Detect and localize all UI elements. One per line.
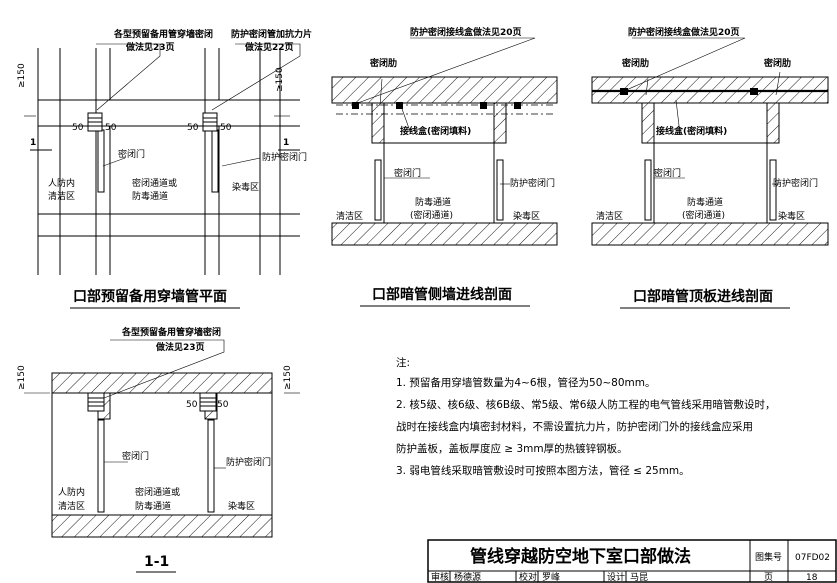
plan-area-passage-2: 防毒通道 <box>132 190 168 202</box>
sec-area-contam: 染毒区 <box>228 500 255 512</box>
page-label: 页 <box>764 572 773 583</box>
side-leader: 防护密闭接线盒做法见20页 <box>410 26 522 38</box>
sec-area-passage-2: 防毒通道 <box>135 500 171 512</box>
top-section <box>591 37 829 246</box>
sec-dim-ge150-right: ≥150 <box>283 365 293 390</box>
side-door-seal: 密闭门 <box>394 167 421 179</box>
sec-dim-50-b: 50 <box>217 400 229 410</box>
plan-dim-ge150-left: ≥150 <box>17 63 27 88</box>
plan-labels: 各型预留备用管穿墙密闭 做法见23页 防护密闭管加抗力片 做法见22页 ≥150… <box>17 28 312 309</box>
plan-section-mark-right: 1 <box>283 138 289 148</box>
side-area-passage-1: 防毒通道 <box>415 196 451 208</box>
top-rib-left: 密闭肋 <box>621 57 649 69</box>
notes-line-5: 3. 弱电管线采取暗管敷设时可按照本图方法，管径 ≤ 25mm。 <box>396 464 690 477</box>
plan-section-mark-left: 1 <box>30 138 36 148</box>
title-block-title: 管线穿越防空地下室口部做法 <box>470 546 691 567</box>
sec-leader-1: 各型预留备用管穿墙密闭 <box>121 326 221 338</box>
notes-line-3: 战时在接线盒内填密封材料，不需设置抗力片，防护密闭门外的接线盒应采用 <box>396 420 753 433</box>
side-section <box>331 37 558 246</box>
title-block: 管线穿越防空地下室口部做法 图集号 07FD02 页 18 审核 杨德源 校对 … <box>427 539 837 583</box>
top-area-clean: 清洁区 <box>596 210 623 222</box>
sec-area-clean-1: 人防内 <box>58 486 85 498</box>
plan-door-seal: 密闭门 <box>118 148 145 160</box>
plan-area-clean-1: 人防内 <box>48 177 75 189</box>
side-area-contam: 染毒区 <box>513 210 540 222</box>
plan-leader-b-1: 防护密闭管加抗力片 <box>231 28 312 40</box>
side-box: 接线盒(密闭填料) <box>400 125 471 137</box>
sec-dim-ge150-left: ≥150 <box>17 365 27 390</box>
notes-title: 注: <box>396 356 410 369</box>
page-number: 18 <box>806 573 818 583</box>
plan-area-clean-2: 清洁区 <box>48 190 75 202</box>
tb-design-name: 马昆 <box>630 572 648 583</box>
atlas-number: 07FD02 <box>795 553 830 563</box>
plan-caption: 口部预留备用穿墙管平面 <box>73 288 227 305</box>
top-door-protect: 防护密闭门 <box>773 177 818 189</box>
top-box: 接线盒(密闭填料) <box>656 125 727 137</box>
top-labels: 防护密闭接线盒做法见20页 密闭肋 密闭肋 接线盒(密闭填料) 密闭门 防护密闭… <box>596 26 818 309</box>
plan-leader-b-2: 做法见22页 <box>244 41 294 53</box>
top-door-seal: 密闭门 <box>654 167 681 179</box>
sec-dim-50-a: 50 <box>186 400 198 410</box>
side-area-clean: 清洁区 <box>336 210 363 222</box>
tb-check-label: 校对 <box>519 571 537 583</box>
sec-door-seal: 密闭门 <box>122 450 149 462</box>
sec-caption: 1-1 <box>144 554 169 570</box>
atlas-label: 图集号 <box>755 551 782 563</box>
plan-view <box>24 43 301 275</box>
plan-dim-50-a: 50 <box>72 123 84 133</box>
section-1-1 <box>24 339 300 538</box>
plan-dim-50-c: 50 <box>187 123 199 133</box>
sec-door-protect: 防护密闭门 <box>226 456 271 468</box>
plan-dim-50-d: 50 <box>220 123 232 133</box>
side-door-protect: 防护密闭门 <box>510 177 555 189</box>
plan-leader-a-1: 各型预留备用管穿墙密闭 <box>113 28 213 40</box>
side-area-passage-2: (密闭通道) <box>410 209 453 221</box>
tb-review-name: 杨德源 <box>454 571 481 583</box>
plan-area-contam: 染毒区 <box>232 181 259 193</box>
plan-leader-a-2: 做法见23页 <box>125 41 175 53</box>
plan-area-passage-1: 密闭通道或 <box>132 177 177 189</box>
sec-area-passage-1: 密闭通道或 <box>135 486 180 498</box>
top-area-passage-2: (密闭通道) <box>682 209 725 221</box>
sec-leader-2: 做法见23页 <box>155 341 205 353</box>
top-caption: 口部暗管顶板进线剖面 <box>633 288 773 305</box>
top-rib-right: 密闭肋 <box>763 57 791 69</box>
tb-design-label: 设计 <box>607 571 625 583</box>
plan-door-protect: 防护密闭门 <box>262 151 307 163</box>
side-caption: 口部暗管侧墙进线剖面 <box>372 286 512 303</box>
side-rib: 密闭肋 <box>369 57 397 69</box>
top-leader: 防护密闭接线盒做法见20页 <box>628 26 740 38</box>
side-labels: 防护密闭接线盒做法见20页 密闭肋 接线盒(密闭填料) 密闭门 防护密闭门 清洁… <box>336 26 555 307</box>
notes-line-2: 2. 核5级、核6级、核6B级、常5级、常6级人防工程的电气管线采用暗管敷设时， <box>396 398 775 411</box>
top-area-passage-1: 防毒通道 <box>687 196 723 208</box>
top-area-contam: 染毒区 <box>778 210 805 222</box>
notes: 注: 1. 预留备用穿墙管数量为4~6根，管径为50~80mm。 2. 核5级、… <box>396 356 775 477</box>
tb-review-label: 审核 <box>431 571 449 583</box>
plan-dim-50-b: 50 <box>105 123 117 133</box>
tb-check-name: 罗峰 <box>542 572 560 583</box>
section-1-1-labels: 各型预留备用管穿墙密闭 做法见23页 ≥150 ≥150 50 50 密闭门 防… <box>17 326 293 573</box>
notes-line-1: 1. 预留备用穿墙管数量为4~6根，管径为50~80mm。 <box>396 376 656 389</box>
sec-area-clean-2: 清洁区 <box>58 500 85 512</box>
plan-dim-ge150-right: ≥150 <box>275 67 285 92</box>
notes-line-4: 防护盖板，盖板厚度应 ≥ 3mm厚的热镀锌钢板。 <box>396 442 628 455</box>
